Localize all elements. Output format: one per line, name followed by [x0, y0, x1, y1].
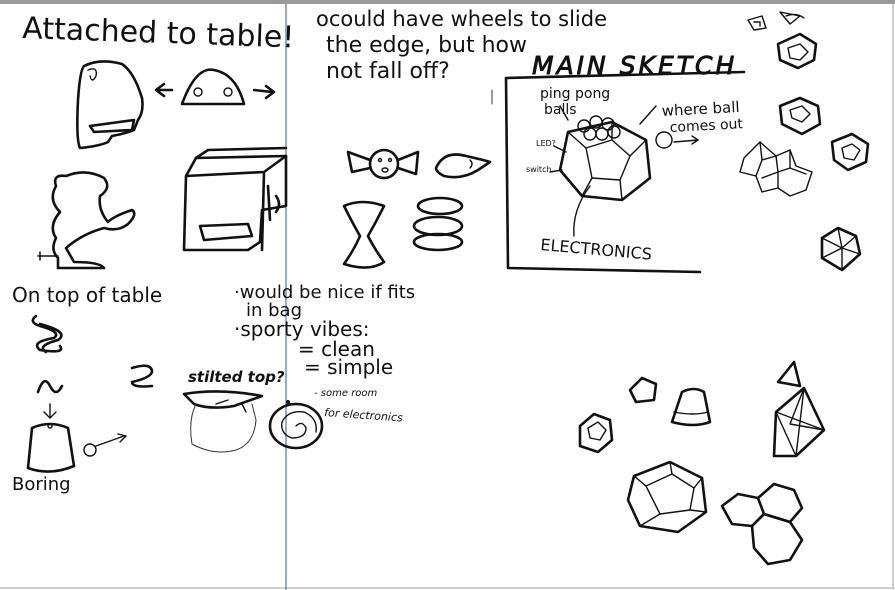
sketch-spiral-disc: [268, 400, 324, 450]
sketch-hourglass-stand: [342, 200, 386, 269]
note-some-room: - some room: [314, 388, 378, 399]
note-stilted-top: stilted top?: [188, 368, 285, 386]
note-simple: = simple: [304, 355, 393, 379]
sketch-small-pentagon: [628, 376, 658, 404]
sketch-dodeca-large: [626, 460, 708, 534]
sketch-tilde: [36, 379, 64, 394]
sketch-candy-shape: [346, 148, 420, 180]
sketch-box-clamp: [182, 146, 288, 252]
ping-pong-balls: [577, 115, 621, 141]
sketch-small-s: [130, 364, 154, 388]
main-sketch-frame: [504, 70, 746, 274]
sketch-tiny-spiral: [747, 11, 805, 31]
sketch-dodeca-mid: [778, 96, 822, 136]
sketch-hexagon-cluster: [720, 482, 804, 566]
note-comes-out: comes out: [669, 116, 743, 136]
note-in-bag: in bag: [246, 300, 302, 321]
sketch-stilted-top: [182, 390, 264, 453]
sketch-triangle: [776, 360, 802, 388]
sketch-dodeca-right: [830, 132, 870, 172]
sketch-stacked-discs: [412, 196, 464, 252]
note-sporty-vibes: ·sporty vibes:: [234, 317, 370, 341]
note-clean: = clean: [298, 337, 375, 361]
note-switch: switch: [526, 165, 552, 174]
sketch-icosahedron: [820, 226, 862, 272]
note-fits-in-bag: ·would be nice if fits: [234, 282, 415, 303]
note-ping-pong: ping pong: [540, 86, 610, 102]
note-balls: balls: [544, 102, 577, 118]
sketch-dodeca-small: [578, 412, 614, 454]
note-boring: Boring: [12, 474, 71, 495]
sketch-wavy-clamp: [37, 171, 136, 270]
sketch-dodeca-top: [776, 32, 818, 70]
note-wheels-line1: ocould have wheels to slide: [316, 7, 607, 31]
note-where-ball: where ball: [661, 98, 740, 120]
sketch-s-curve: [31, 314, 63, 354]
sketch-clamp-mount: [76, 60, 144, 150]
note-electronics: ELECTRONICS: [540, 235, 653, 264]
sketch-net-pattern: [739, 141, 813, 197]
note-led: LED?: [536, 139, 556, 148]
note-wheels-line2: the edge, but how: [326, 33, 527, 58]
sketch-boring-bucket: [26, 403, 127, 473]
top-border: [0, 0, 895, 4]
sketch-fish-shape: [434, 153, 492, 179]
main-sketch-dodecahedron: [491, 89, 699, 237]
note-for-electronics: for electronics: [324, 406, 404, 424]
note-wheels-line3: not fall off?: [326, 59, 450, 84]
sketch-dome-slider: [154, 68, 276, 106]
sketch-frustum: [670, 387, 712, 427]
note-on-top-of-table: On top of table: [12, 283, 162, 307]
sketch-octahedron: [772, 386, 826, 458]
main-sketch-title: MAIN SKETCH: [532, 51, 737, 80]
note-attached-to-table: Attached to table!: [22, 11, 295, 55]
